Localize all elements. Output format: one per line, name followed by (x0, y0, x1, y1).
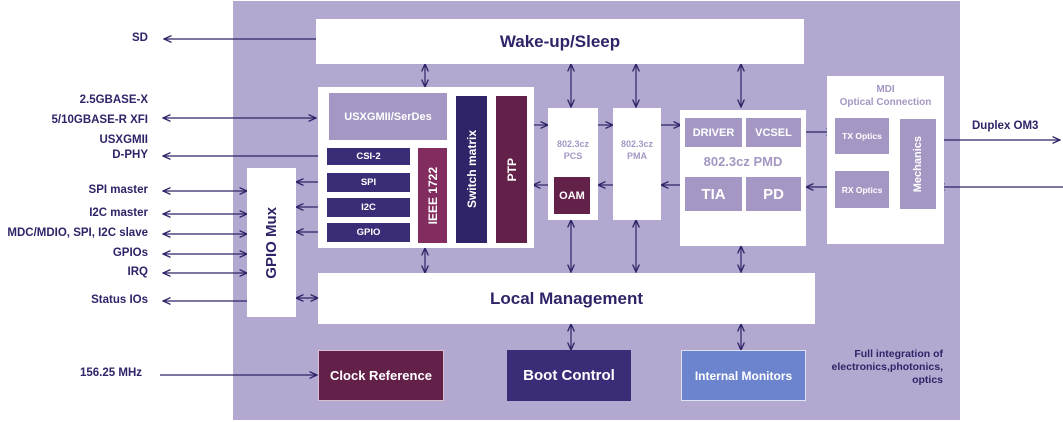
ethernet-label-xfi: 5/10GBASE-R XFI (51, 114, 149, 126)
usxgmii-serdes-block: USXGMII/SerDes (329, 93, 447, 140)
caption-line1: Full integration of (854, 348, 943, 360)
spi-block: SPI (327, 173, 410, 192)
sd-label: SD (132, 32, 148, 44)
oam-block: OAM (554, 177, 590, 214)
duplex-om3-label: Duplex OM3 (972, 120, 1039, 132)
ethernet-interface-labels: 2.5GBASE-X 5/10GBASE-R XFI USXGMII (52, 90, 149, 150)
rx-optics-block: RX Optics (835, 171, 889, 208)
pma-label-line1: 802.3cz (620, 139, 654, 149)
mechanics-label: Mechanics (912, 135, 924, 193)
clock-frequency-label: 156.25 MHz (80, 367, 143, 379)
mdi-label-line2: Optical Connection (839, 97, 932, 108)
pcs-label-line2: PCS (563, 151, 583, 161)
irq-label: IRQ (127, 266, 148, 278)
mdc-mdio-label: MDC/MDIO, SPI, I2C slave (7, 227, 148, 239)
ieee1722-label: IEEE 1722 (425, 166, 440, 225)
tx-optics-block: TX Optics (835, 118, 889, 154)
vcsel-block: VCSEL (746, 118, 801, 147)
ptp-label: PTP (504, 157, 519, 182)
integration-caption: Full integration of electronics,photonic… (816, 348, 943, 387)
pma-label-line2: PMA (627, 151, 647, 161)
gpio-mux-label: GPIO Mux (263, 206, 280, 279)
driver-block: DRIVER (685, 118, 742, 147)
mdi-label: MDI Optical Connection (827, 80, 944, 112)
i2c-master-label: I2C master (89, 207, 148, 219)
wake-sleep-block: Wake-up/Sleep (316, 19, 804, 64)
csi2-block: CSI-2 (327, 148, 410, 165)
pma-label: 802.3cz PMA (613, 136, 661, 164)
boot-control-block: Boot Control (507, 350, 631, 401)
gpio-block: GPIO (327, 223, 410, 242)
mdi-label-line1: MDI (876, 84, 895, 95)
gpio-mux-block: GPIO Mux (247, 168, 296, 317)
local-management-block: Local Management (318, 273, 815, 324)
pcs-label: 802.3cz PCS (548, 136, 598, 164)
pd-block: PD (746, 177, 801, 211)
caption-line2: electronics,photonics, (831, 361, 943, 373)
i2c-block: I2C (327, 198, 410, 217)
pma-block (613, 108, 661, 220)
pmd-label: 802.3cz PMD (703, 153, 783, 169)
spi-master-label: SPI master (88, 184, 148, 196)
clock-reference-block: Clock Reference (318, 350, 444, 401)
ethernet-label-usxgmii: USXGMII (99, 134, 148, 146)
caption-line3: optics (912, 374, 943, 386)
ethernet-label-2-5gbase-x: 2.5GBASE-X (79, 94, 148, 106)
status-ios-label: Status IOs (91, 294, 148, 306)
internal-monitors-block: Internal Monitors (681, 350, 806, 401)
switch-matrix-block: Switch matrix (456, 96, 487, 243)
gpios-label: GPIOs (112, 247, 148, 259)
pcs-label-line1: 802.3cz (556, 139, 590, 149)
tia-block: TIA (685, 177, 742, 211)
ieee1722-block: IEEE 1722 (418, 148, 447, 243)
ptp-block: PTP (496, 96, 527, 243)
dphy-label: D-PHY (112, 149, 148, 161)
switch-matrix-label: Switch matrix (464, 130, 479, 209)
mechanics-block: Mechanics (900, 119, 936, 209)
